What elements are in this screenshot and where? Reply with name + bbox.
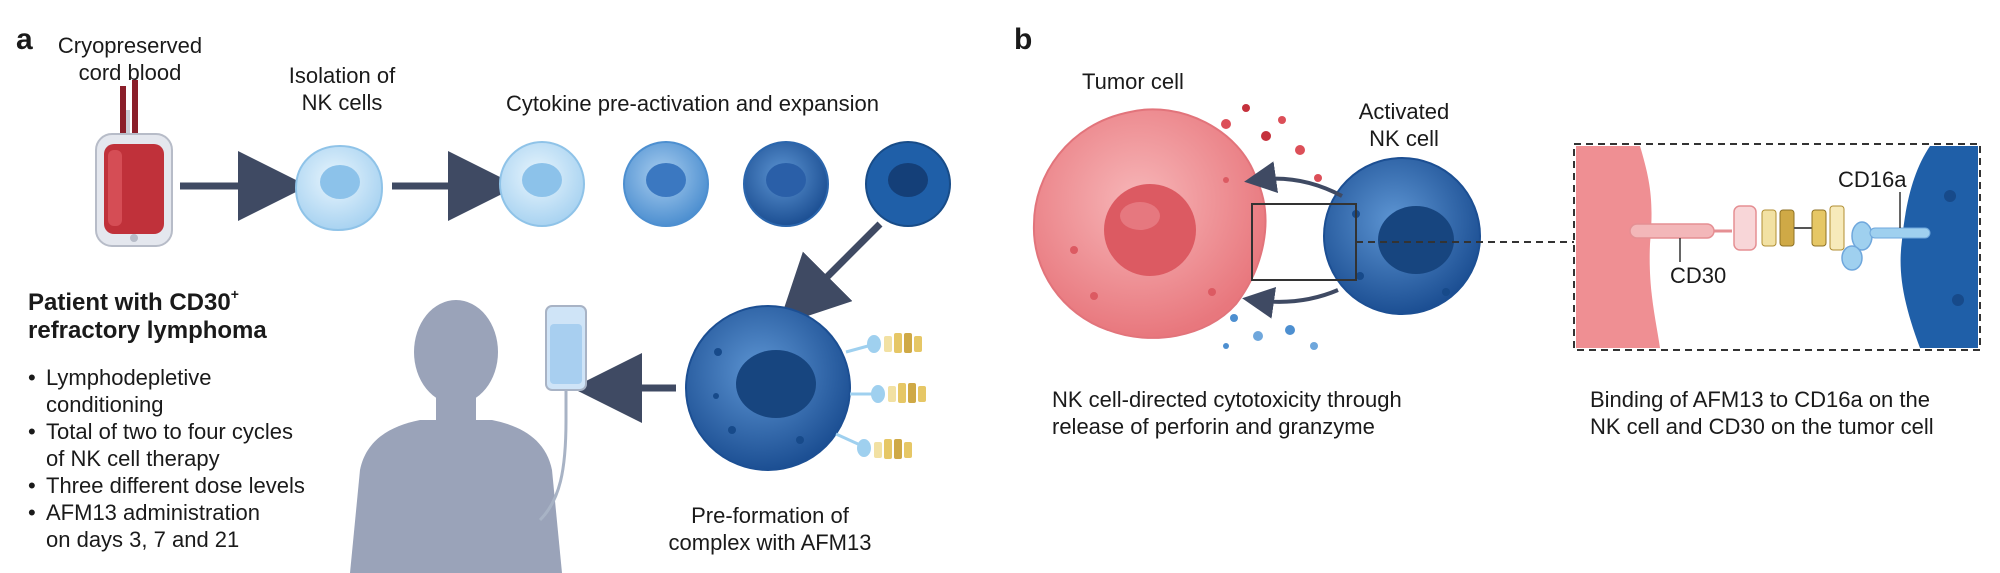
cytotoxicity-line-1: NK cell-directed cytotoxicity through: [1052, 387, 1402, 412]
afm13-molecule-2-icon: [850, 383, 926, 403]
activated-nk-line-2: NK cell: [1369, 126, 1439, 151]
activated-nk-label: Activated NK cell: [1334, 98, 1474, 152]
activated-nk-cell-icon: [1323, 157, 1481, 315]
panel-a-label: a: [16, 23, 33, 56]
nk-cell-isolated-icon: [294, 144, 384, 232]
cord-blood-line-2: cord blood: [78, 60, 182, 85]
preformation-line-1: Pre-formation of: [691, 503, 849, 528]
bullet-text: Lymphodepletive: [46, 365, 212, 390]
preformation-line-2: complex with AFM13: [668, 530, 872, 555]
isolation-line-2: NK cells: [301, 90, 383, 115]
bullet-text: on days 3, 7 and 21: [46, 527, 240, 552]
cd30-label: CD30: [1670, 263, 1727, 288]
binding-inset-frame: [1573, 143, 1981, 351]
nk-cell-expansion-2-icon: [623, 141, 709, 227]
cytokine-label: Cytokine pre-activation and expansion: [506, 91, 880, 116]
patient-title: Patient with CD30+: [28, 286, 239, 317]
binding-line-1: Binding of AFM13 to CD16a on the: [1590, 387, 1930, 412]
granzyme-granules-icon: [1223, 314, 1318, 350]
nk-cell-expansion-4-icon: [865, 141, 951, 227]
perforin-granules-icon: [1221, 104, 1322, 182]
cytotoxicity-line-2: release of perforin and granzyme: [1052, 414, 1375, 439]
tumor-cell-label: Tumor cell: [1082, 69, 1184, 94]
afm13-binding-icon: [1629, 205, 1931, 271]
afm13-molecule-3-icon: [835, 432, 912, 459]
cd16a-label: CD16a: [1838, 167, 1907, 192]
nk-membrane-icon: [1900, 146, 1978, 348]
iv-bag-icon: [538, 305, 587, 522]
activated-nk-line-1: Activated: [1358, 99, 1450, 124]
bullet-item: Three different dose levels: [28, 472, 305, 499]
tumor-cell-icon: [1032, 108, 1267, 339]
panel-b-label: b: [1014, 23, 1033, 56]
bullet-text: AFM13 administration: [46, 500, 260, 525]
nk-cell-afm13-complex-icon: [685, 305, 926, 471]
bullet-text: conditioning: [46, 392, 164, 417]
nk-cell-expansion-3-icon: [743, 141, 829, 227]
cord-blood-label: Cryopreserved cord blood: [30, 32, 230, 86]
binding-caption: Binding of AFM13 to CD16a on the NK cell…: [1590, 386, 1934, 440]
arrow-expansion-to-complex: [778, 221, 883, 326]
patient-title-line-1: Patient with CD30: [28, 289, 231, 316]
patient-silhouette-icon: [350, 300, 562, 573]
arrow-granzyme-release: [1242, 286, 1339, 319]
patient-title-superscript: +: [230, 286, 239, 302]
afm13-molecule-1-icon: [845, 333, 922, 354]
isolation-line-1: Isolation of: [288, 63, 396, 88]
tumor-membrane-icon: [1576, 146, 1660, 348]
cytotoxicity-caption: NK cell-directed cytotoxicity through re…: [1052, 386, 1402, 440]
preformation-label: Pre-formation of complex with AFM13: [640, 502, 900, 556]
nk-cell-expansion-1-icon: [499, 141, 585, 227]
cord-blood-line-1: Cryopreserved: [57, 33, 203, 58]
isolation-label: Isolation of NK cells: [262, 62, 422, 116]
arrow-perforin-release: [1244, 161, 1343, 198]
bullet-text: Total of two to four cycles: [46, 419, 293, 444]
bullet-text: Three different dose levels: [46, 473, 305, 498]
bullet-text: of NK cell therapy: [46, 446, 220, 471]
binding-line-2: NK cell and CD30 on the tumor cell: [1590, 414, 1934, 439]
blood-bag-icon: [95, 80, 173, 247]
patient-title-line-2: refractory lymphoma: [28, 317, 267, 344]
